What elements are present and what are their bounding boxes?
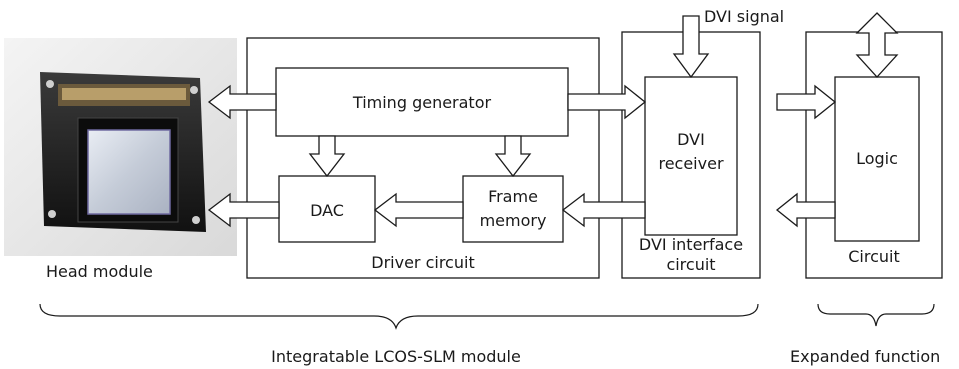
logic-label: Logic [856, 149, 898, 168]
frame-memory-label-line2: memory [480, 211, 547, 230]
timing-generator-label: Timing generator [352, 93, 492, 112]
brace-lcos-module [39, 303, 759, 330]
dvi-interface-label-line1: DVI interface [639, 235, 743, 254]
driver-circuit-label: Driver circuit [371, 253, 474, 272]
dac-label: DAC [310, 201, 344, 220]
arrow-timing-out-left [207, 84, 277, 120]
arrow-dvi-signal-in [672, 15, 710, 79]
dac-box [278, 175, 376, 243]
arrow-dac-out-left [207, 192, 280, 228]
arrow-into-logic [776, 84, 837, 120]
frame-memory-box [462, 175, 564, 243]
circuit-label: Circuit [848, 247, 900, 266]
head-module-caption: Head module [46, 262, 153, 281]
arrow-receiver-to-frame-memory [561, 192, 646, 228]
arrow-timing-to-receiver [567, 84, 647, 120]
expanded-function-label: Expanded function [790, 347, 940, 366]
integratable-module-label: Integratable LCOS-SLM module [271, 347, 521, 366]
logic-box [834, 76, 920, 242]
frame-memory-label-line1: Frame [488, 187, 538, 206]
arrow-timing-to-frame-memory [494, 135, 532, 178]
dvi-interface-label-line2: circuit [666, 255, 715, 274]
dvi-receiver-box [644, 76, 738, 236]
dvi-receiver-label-line2: receiver [658, 154, 723, 173]
brace-expanded-function [817, 303, 935, 327]
dvi-receiver-label-line1: DVI [677, 130, 705, 149]
arrow-frame-memory-to-dac [373, 192, 464, 228]
head-module-photo [4, 38, 237, 256]
arrow-out-of-logic [775, 192, 836, 228]
arrow-logic-bidirectional [855, 12, 899, 78]
dvi-signal-label: DVI signal [704, 7, 784, 26]
arrow-timing-to-dac [308, 135, 346, 178]
